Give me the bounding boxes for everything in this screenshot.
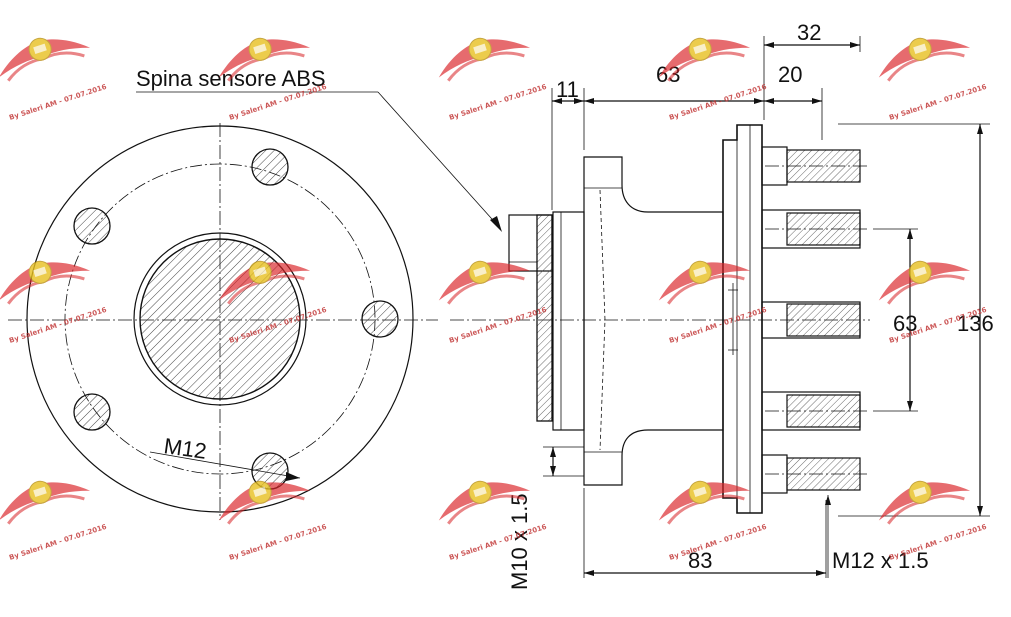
watermark-text: By Saleri AM - 07.07.2016 xyxy=(448,306,548,345)
watermark-text: By Saleri AM - 07.07.2016 xyxy=(448,83,548,122)
watermark-logo xyxy=(869,465,974,528)
dim-11: 11 xyxy=(556,77,579,102)
bolt-hole xyxy=(361,300,399,338)
watermark-text: By Saleri AM - 07.07.2016 xyxy=(668,306,768,345)
flange-outline xyxy=(26,125,414,513)
watermark-logo xyxy=(429,245,534,308)
bolt-hole xyxy=(73,393,111,431)
nut-thread-callout: M10 x 1.5 xyxy=(507,446,584,590)
nut-thread-label: M10 x 1.5 xyxy=(507,493,532,590)
watermark-logo xyxy=(869,22,974,85)
bolt-thread-label-side: M12 x 1.5 xyxy=(832,548,929,573)
dim-20: 20 xyxy=(778,62,802,87)
watermark-text: By Saleri AM - 07.07.2016 xyxy=(668,523,768,562)
watermark-logo xyxy=(429,22,534,85)
watermark-text: By Saleri AM - 07.07.2016 xyxy=(8,306,108,345)
watermark-text: By Saleri AM - 07.07.2016 xyxy=(888,83,988,122)
dim-136: 136 xyxy=(957,311,994,336)
bolt-hole xyxy=(251,148,289,186)
dim-63-pcd: 63 xyxy=(893,311,917,336)
watermark-text: By Saleri AM - 07.07.2016 xyxy=(8,83,108,122)
bolt-hole xyxy=(73,207,111,245)
bolt-thread-label-front: M12 xyxy=(162,433,208,464)
wheel-studs xyxy=(761,146,868,494)
side-view: 11 63 20 32 63 136 83 xyxy=(450,20,994,590)
watermark-text: By Saleri AM - 07.07.2016 xyxy=(888,523,988,562)
watermark-text: By Saleri AM - 07.07.2016 xyxy=(448,523,548,562)
watermark-text: By Saleri AM - 07.07.2016 xyxy=(228,523,328,562)
right-dimensions: 63 136 xyxy=(838,123,994,517)
dim-32: 32 xyxy=(797,20,821,45)
bottom-dimensions: 83 M12 x 1.5 xyxy=(583,488,929,578)
dim-83: 83 xyxy=(688,548,712,573)
hub-bore-outer xyxy=(133,232,307,406)
watermark-text: By Saleri AM - 07.07.2016 xyxy=(668,83,768,122)
watermark-logo xyxy=(0,22,94,85)
watermark-logo xyxy=(0,465,94,528)
watermark-text: By Saleri AM - 07.07.2016 xyxy=(8,523,108,562)
watermark-logo xyxy=(869,245,974,308)
